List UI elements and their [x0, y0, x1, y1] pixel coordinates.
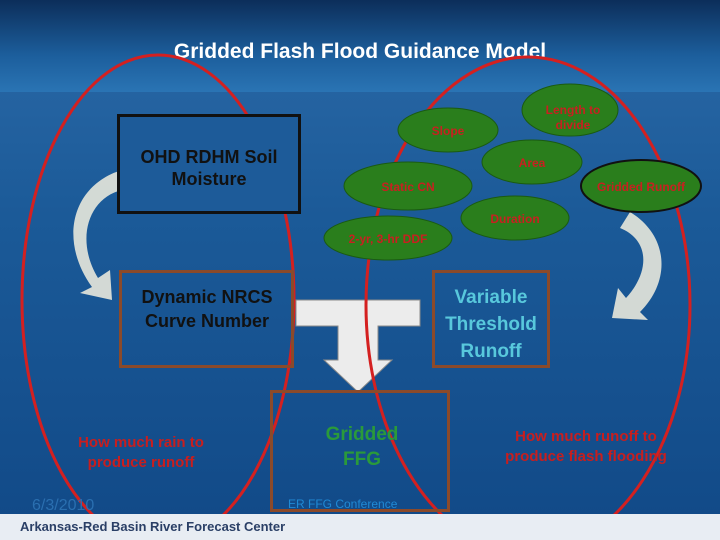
gridded-ffg-label: Gridded FFG: [325, 424, 399, 470]
oval-static-cn-label: Static CN: [381, 180, 435, 194]
oval-gridded-runoff: [580, 159, 702, 213]
rain-caption: How much rain to produce runoff: [78, 434, 204, 471]
oval-duration-label: Duration: [490, 212, 540, 226]
oval-area: [481, 139, 583, 185]
left-curved-arrow: [73, 170, 122, 300]
slide-title: Gridded Flash Flood Guidance Model: [173, 40, 547, 63]
footer-organization: Arkansas-Red Basin River Forecast Center: [20, 519, 286, 534]
gridded-ffg-box: [270, 390, 450, 512]
oval-duration: [460, 195, 570, 241]
oval-static-cn: [343, 161, 473, 211]
oval-ddf: [323, 215, 453, 261]
oval-gridded-runoff-label: Gridded Runoff: [597, 180, 685, 194]
curve-number-label: Dynamic NRCS Curve Number: [141, 287, 273, 331]
soil-moisture-box: [117, 114, 301, 214]
oval-ddf-label: 2-yr, 3-hr DDF: [348, 232, 428, 246]
oval-length-to-divide: [521, 83, 619, 137]
right-red-ellipse: [364, 55, 692, 540]
threshold-runoff-label: Variable Threshold Runoff: [445, 287, 537, 362]
oval-slope: [397, 107, 499, 153]
soil-moisture-label: OHD RDHM Soil Moisture: [140, 147, 278, 189]
oval-area-label: Area: [518, 156, 546, 170]
header-banner: [0, 0, 720, 92]
curve-number-box: [119, 270, 294, 368]
footer-bar: [0, 514, 720, 540]
oval-length-to-divide-label: Length to divide: [545, 103, 601, 132]
left-red-ellipse: [20, 53, 296, 540]
right-curved-arrow: [612, 212, 662, 320]
footer-conference: ER FFG Conference: [288, 497, 398, 511]
runoff-caption: How much runoff to produce flash floodin…: [505, 428, 667, 465]
threshold-runoff-box: [432, 270, 550, 368]
footer-date: 6/3/2010: [32, 497, 95, 514]
converging-arrow: [295, 299, 421, 393]
oval-slope-label: Slope: [431, 124, 465, 138]
